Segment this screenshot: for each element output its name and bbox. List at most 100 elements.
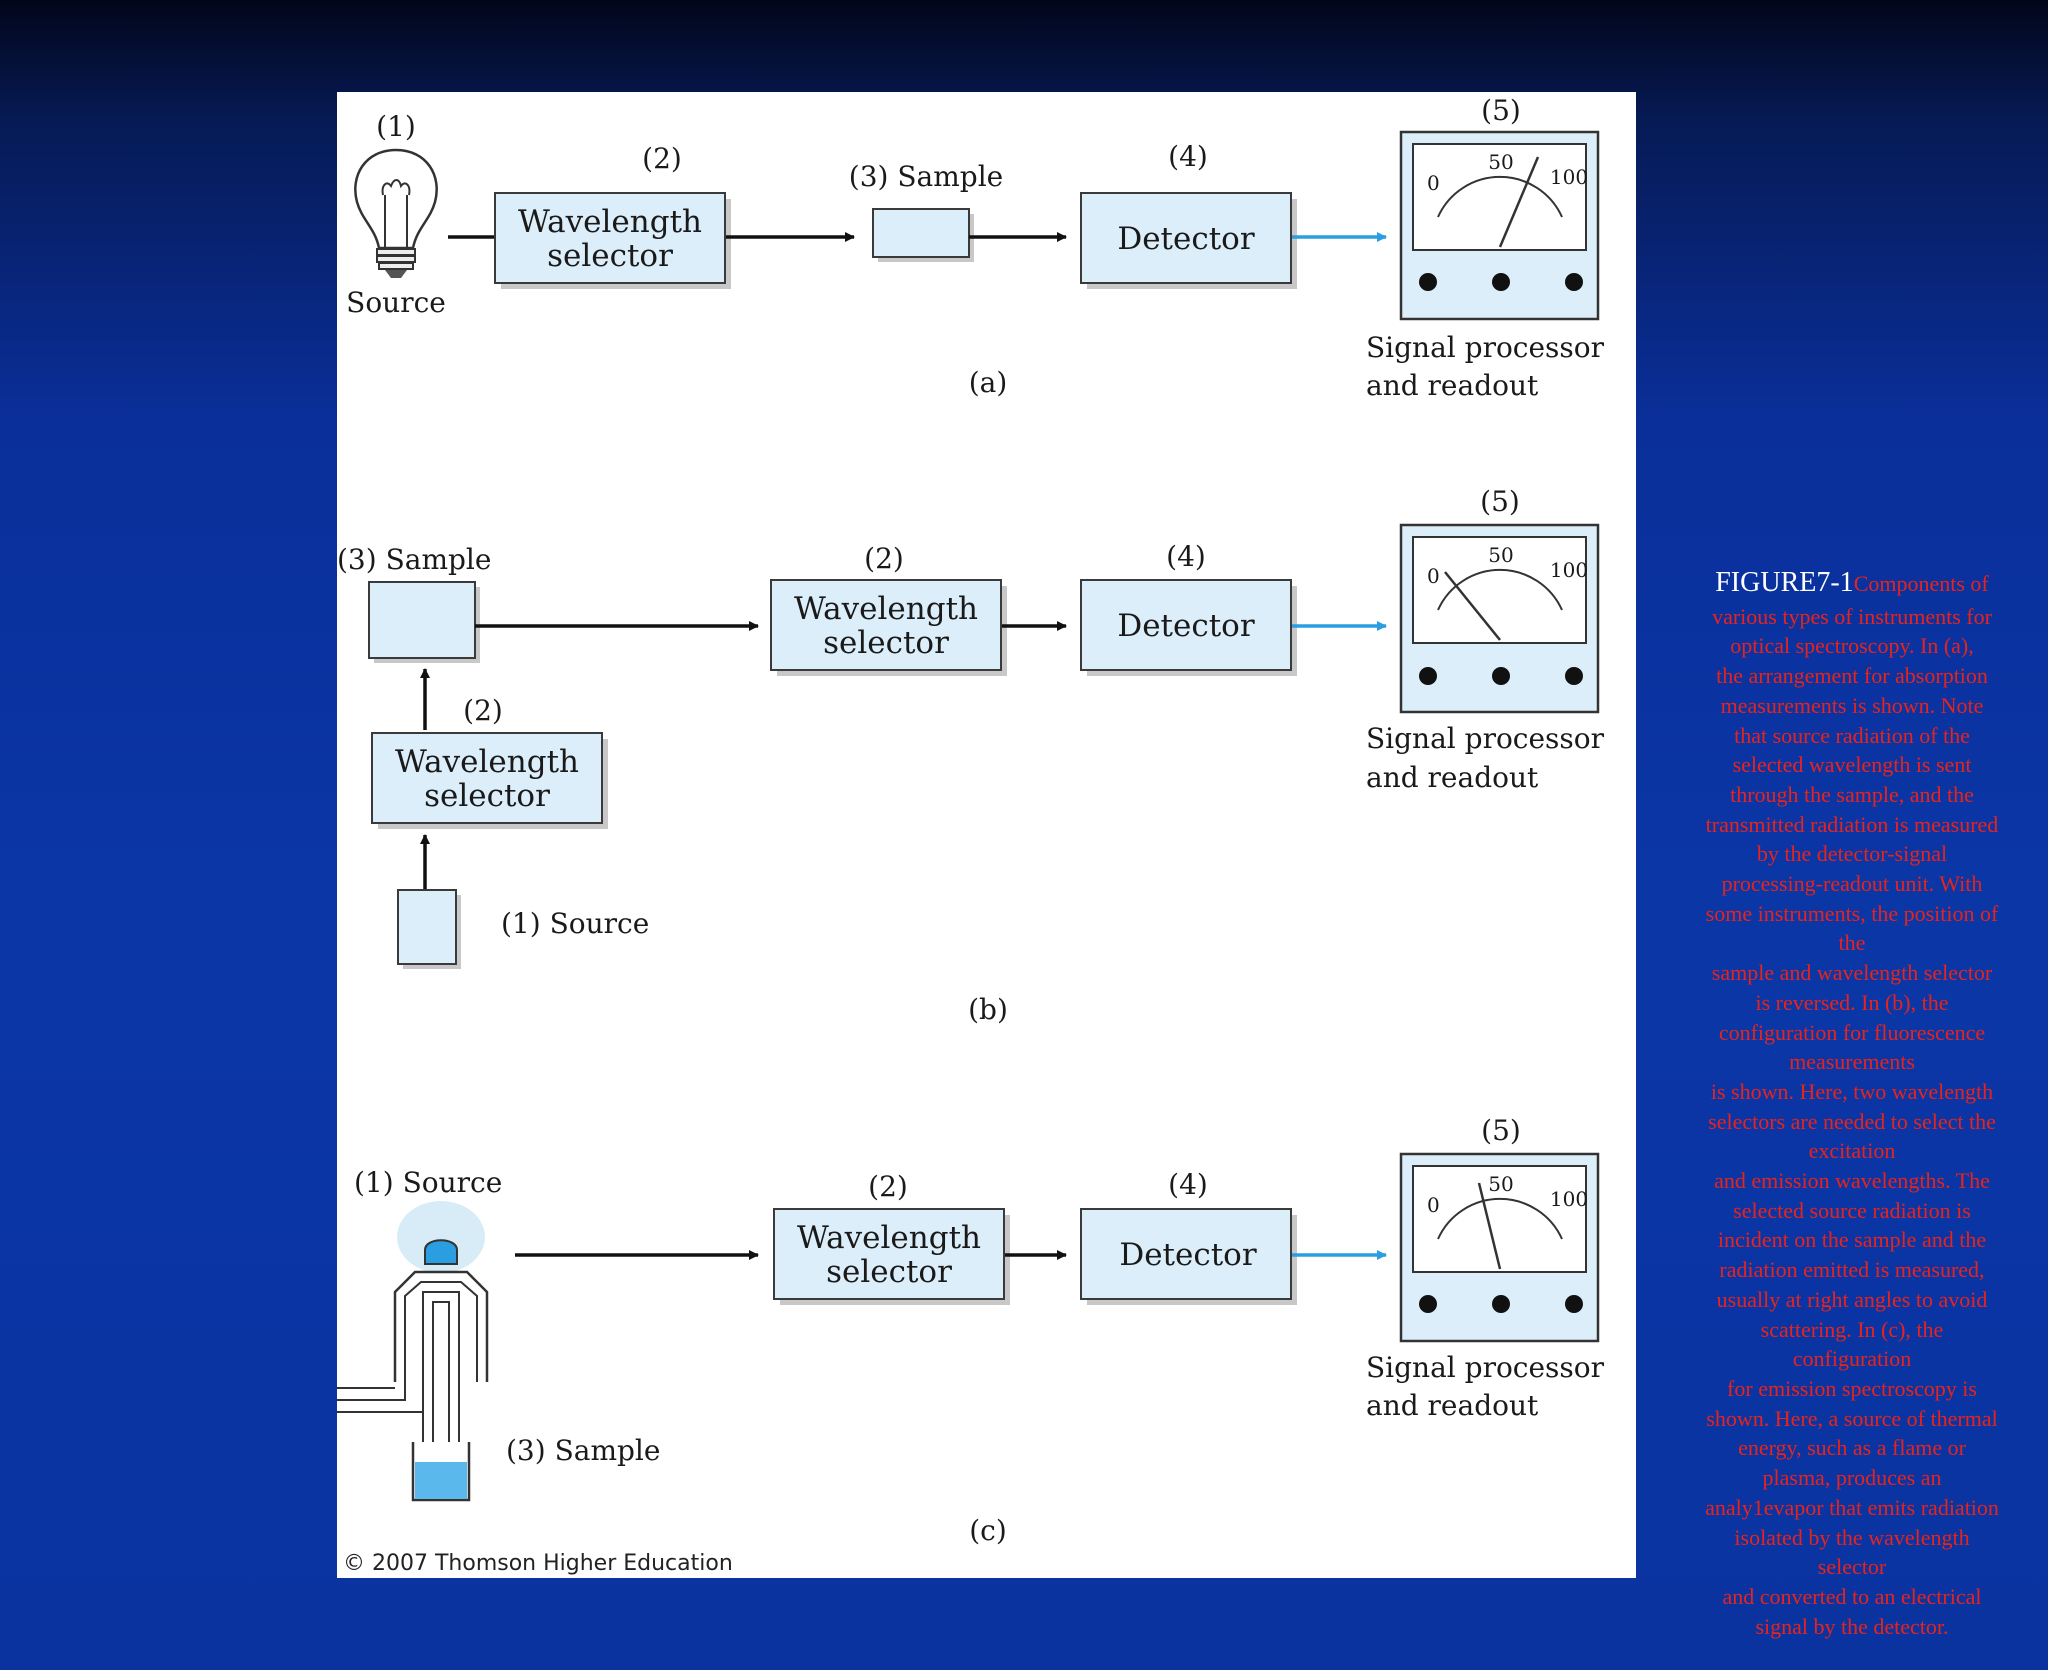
wavelength-selector-box xyxy=(773,1208,1005,1300)
caption-line: selected source radiation is xyxy=(1733,1197,1971,1223)
source-label: (1) Source xyxy=(354,1166,502,1199)
spectroscopy-figure: (1) Source (2) Wavelength selector (3) S… xyxy=(337,92,1636,1578)
panel-c-label: (c) xyxy=(969,1514,1007,1547)
detector-number-label: (4) xyxy=(1168,1168,1208,1201)
wavelength-selector-box xyxy=(770,579,1002,671)
caption-line: and emission wavelengths. The xyxy=(1714,1168,1990,1194)
panel-b-label: (b) xyxy=(968,993,1008,1026)
caption-line: plasma, produces an xyxy=(1762,1465,1942,1491)
selector-number-label: (2) xyxy=(868,1170,908,1203)
meter-scale-100: 100 xyxy=(1550,1187,1588,1211)
copyright-notice: © 2007 Thomson Higher Education xyxy=(343,1551,733,1576)
caption-line: analy1evapor that emits radiation xyxy=(1705,1494,1999,1520)
selector-label-line2: selector xyxy=(823,625,949,661)
detector-box xyxy=(1080,579,1292,671)
caption-line: signal by the detector. xyxy=(1755,1613,1949,1639)
meter-needle xyxy=(1477,1182,1502,1270)
figure-svg: (1) Source (2) Wavelength selector (3) S… xyxy=(337,94,1605,1576)
detector-number-label: (4) xyxy=(1168,140,1208,173)
selector-label-line2: selector xyxy=(826,1254,952,1290)
detector-number-label: (4) xyxy=(1166,540,1206,573)
meter-icon: 0 50 100 xyxy=(1399,1152,1600,1343)
caption-line: various types of instruments for xyxy=(1712,603,1992,629)
source-label: Source xyxy=(346,286,446,319)
caption-line: configuration for fluorescence xyxy=(1718,1019,1986,1045)
readout-label-line1: Signal processor xyxy=(1366,331,1605,364)
caption-line: the arrangement for absorption xyxy=(1716,663,1988,689)
source-label: (1) Source xyxy=(501,907,649,940)
detector-label: Detector xyxy=(1119,1237,1256,1273)
readout-number-label: (5) xyxy=(1480,485,1520,518)
caption-line: measurements xyxy=(1789,1049,1915,1075)
light-bulb-icon xyxy=(354,148,438,278)
meter-scale-50: 50 xyxy=(1488,150,1513,174)
caption-line: incident on the sample and the xyxy=(1717,1227,1987,1253)
caption-line: is reversed. In (b), the xyxy=(1755,989,1949,1015)
caption-line: by the detector-signal xyxy=(1756,841,1948,867)
caption-line: selector xyxy=(1817,1554,1887,1580)
selector-label-line2: selector xyxy=(547,238,673,274)
caption-line: transmitted radiation is measured xyxy=(1705,811,1999,837)
readout-label-line2: and readout xyxy=(1366,1389,1539,1422)
caption-line: and converted to an electrical xyxy=(1722,1583,1982,1609)
panel-a: (1) Source (2) Wavelength selector (3) S… xyxy=(346,94,1605,402)
panel-c: (1) Source (2) Wavelength selector (4) D… xyxy=(337,1114,1605,1547)
caption-line: optical spectroscopy. In (a), xyxy=(1730,633,1974,659)
readout-label-line1: Signal processor xyxy=(1366,1351,1605,1384)
caption-line: energy, such as a flame or xyxy=(1738,1435,1966,1461)
caption-line: Components of xyxy=(1853,571,1989,596)
selector-label-line2: selector xyxy=(424,778,550,814)
meter-scale-0: 0 xyxy=(1427,564,1440,588)
figure-caption: FIGURE7-1Components of various types of … xyxy=(1668,568,2036,1641)
source-box xyxy=(397,889,457,965)
sample-box xyxy=(872,208,970,258)
detector-label: Detector xyxy=(1117,608,1254,644)
sample-box xyxy=(368,581,476,659)
readout-number-label: (5) xyxy=(1481,94,1521,127)
caption-line: some instruments, the position of xyxy=(1705,900,1999,926)
wavelength-selector-box xyxy=(371,732,603,824)
meter-scale-0: 0 xyxy=(1427,1193,1440,1217)
sample-label: (3) Sample xyxy=(337,543,491,576)
detector-box xyxy=(1080,192,1292,284)
meter-scale-50: 50 xyxy=(1488,1172,1513,1196)
caption-line: excitation xyxy=(1808,1138,1896,1164)
meter-icon: 0 50 100 xyxy=(1399,130,1600,321)
meter-scale-100: 100 xyxy=(1550,558,1588,582)
meter-scale-0: 0 xyxy=(1427,171,1440,195)
selector-label-line1: Wavelength xyxy=(794,591,978,627)
caption-line: that source radiation of the xyxy=(1734,722,1970,748)
wavelength-selector-box xyxy=(494,192,726,284)
meter-needle xyxy=(1444,571,1501,641)
caption-line: the xyxy=(1838,930,1866,956)
caption-line: usually at right angles to avoid xyxy=(1716,1286,1988,1312)
selector-label-line1: Wavelength xyxy=(518,204,702,240)
caption-line: selected wavelength is sent xyxy=(1732,752,1972,778)
selector-number-label: (2) xyxy=(642,142,682,175)
readout-label-line1: Signal processor xyxy=(1366,722,1605,755)
caption-line: configuration xyxy=(1792,1346,1912,1372)
caption-line: radiation emitted is measured, xyxy=(1719,1257,1985,1283)
detector-box xyxy=(1080,1208,1292,1300)
selector-label-line1: Wavelength xyxy=(797,1220,981,1256)
caption-line: selectors are needed to select the xyxy=(1708,1108,1996,1134)
caption-line: shown. Here, a source of thermal xyxy=(1706,1405,1998,1431)
readout-label-line2: and readout xyxy=(1366,369,1539,402)
selector-number-label: (2) xyxy=(864,542,904,575)
meter-icon: 0 50 100 xyxy=(1399,523,1600,714)
detector-label: Detector xyxy=(1117,221,1254,257)
caption-line: is shown. Here, two wavelength xyxy=(1710,1078,1994,1104)
figure-label: FIGURE7-1 xyxy=(1715,567,1854,598)
source-number-label: (1) xyxy=(376,110,416,143)
selector-label-line1: Wavelength xyxy=(395,744,579,780)
selector-number-label: (2) xyxy=(463,694,503,727)
caption-line: processing-readout unit. With xyxy=(1721,871,1983,897)
readout-label-line2: and readout xyxy=(1366,761,1539,794)
panel-a-label: (a) xyxy=(969,366,1008,399)
caption-line: sample and wavelength selector xyxy=(1711,960,1993,986)
meter-scale-50: 50 xyxy=(1488,543,1513,567)
readout-number-label: (5) xyxy=(1481,1114,1521,1147)
caption-line: isolated by the wavelength xyxy=(1734,1524,1970,1550)
meter-scale-100: 100 xyxy=(1550,165,1588,189)
caption-line: measurements is shown. Note xyxy=(1720,692,1984,718)
